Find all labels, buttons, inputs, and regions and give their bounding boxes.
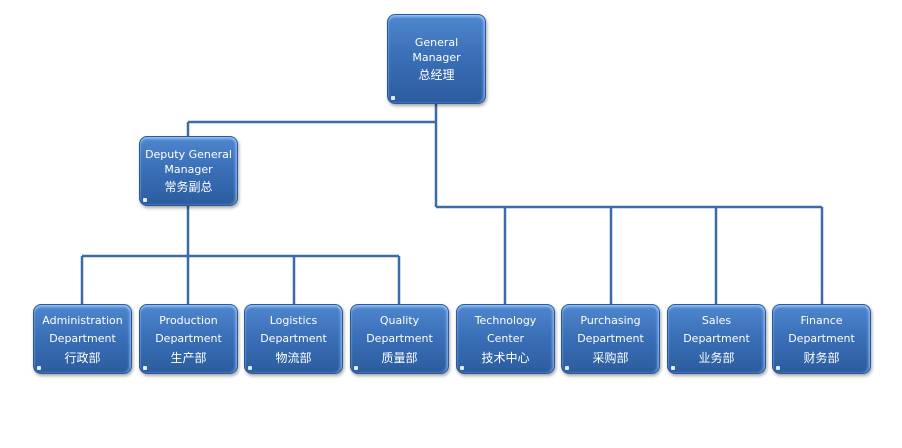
corner-highlight [565,366,569,370]
node-en-line-1: Finance [800,314,843,327]
node-en-line-1: General [414,36,459,49]
node-en-line-1: Quality [379,314,420,327]
node-cn-label: 采购部 [592,351,629,365]
node-cn-label: 行政部 [64,351,101,365]
node-en-line-2: Department [366,332,433,345]
node-en-line-2: Department [683,332,750,345]
corner-highlight [248,366,252,370]
node-en-line-2: Department [788,332,855,345]
corner-highlight [354,366,358,370]
corner-highlight [460,366,464,370]
corner-highlight [143,198,147,202]
node-general-manager[interactable]: General Manager 总经理 [387,14,486,104]
node-en-line-2: Center [486,332,525,345]
node-en-line-1: Production [159,314,218,327]
corner-highlight [671,366,675,370]
node-en-line-1: Logistics [269,314,318,327]
node-cn-label: 物流部 [275,351,312,365]
node-en-line-2: Department [155,332,222,345]
node-cn-label: 技术中心 [481,351,530,365]
node-production-department[interactable]: Production Department 生产部 [139,304,238,374]
node-cn-label: 业务部 [698,351,735,365]
node-deputy-general-manager[interactable]: Deputy General Manager 常务副总 [139,136,238,206]
node-purchasing-department[interactable]: Purchasing Department 采购部 [561,304,660,374]
node-en-line-2: Manager [164,163,213,176]
node-en-line-2: Department [49,332,116,345]
node-quality-department[interactable]: Quality Department 质量部 [350,304,449,374]
node-en-line-2: Department [260,332,327,345]
node-cn-label: 生产部 [170,351,207,365]
node-sales-department[interactable]: Sales Department 业务部 [667,304,766,374]
node-cn-label: 财务部 [803,351,840,365]
corner-highlight [37,366,41,370]
node-finance-department[interactable]: Finance Department 财务部 [772,304,871,374]
node-en-line-1: Administration [42,314,123,327]
node-en-line-2: Manager [412,51,461,64]
node-cn-label: 总经理 [418,68,455,82]
corner-highlight [776,366,780,370]
node-technology-center[interactable]: Technology Center 技术中心 [456,304,555,374]
corner-highlight [391,96,395,100]
node-en-line-1: Purchasing [580,314,641,327]
node-en-line-1: Technology [474,314,537,327]
node-en-line-2: Department [577,332,644,345]
node-cn-label: 质量部 [381,351,418,365]
node-administration-department[interactable]: Administration Department 行政部 [33,304,132,374]
node-logistics-department[interactable]: Logistics Department 物流部 [244,304,343,374]
node-en-line-1: Sales [701,314,732,327]
corner-highlight [143,366,147,370]
node-en-line-1: Deputy General [145,148,232,161]
node-cn-label: 常务副总 [164,180,213,194]
